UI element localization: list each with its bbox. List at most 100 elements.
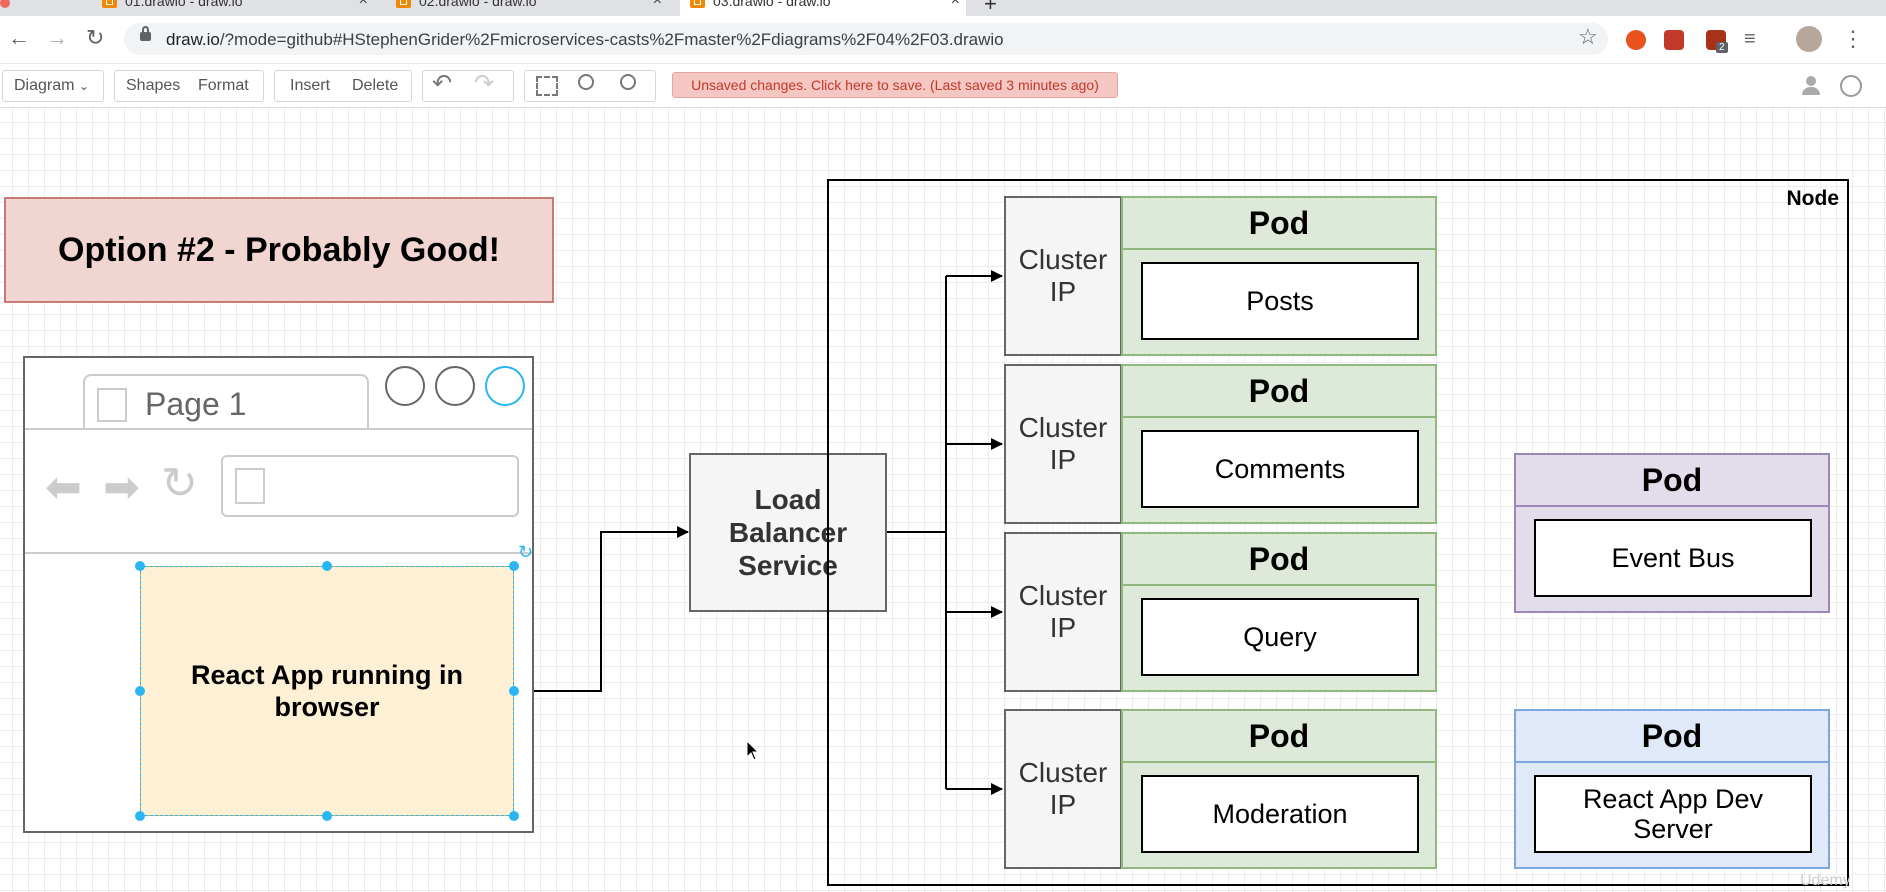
react-to-lb-connector: [514, 526, 689, 692]
browser-menu-icon[interactable]: ⋮: [1842, 26, 1864, 51]
browser-mock-chrome: [25, 358, 532, 554]
resize-handle-w[interactable]: [135, 686, 145, 696]
query-service[interactable]: Query: [1141, 598, 1419, 676]
close-window-icon[interactable]: [0, 0, 10, 8]
pod-event-bus[interactable]: Pod Event Bus: [1514, 453, 1830, 613]
insert-button[interactable]: Insert: [290, 77, 331, 94]
tab-title: 02.drawio - draw.io: [419, 0, 537, 9]
zoom-out-icon[interactable]: [620, 74, 636, 90]
undo-redo-group: [422, 70, 514, 102]
shapes-format-group: [114, 70, 264, 102]
pod-moderation[interactable]: Pod Moderation: [1121, 709, 1437, 869]
new-tab-button[interactable]: +: [984, 0, 997, 16]
browser-tab-3-active[interactable]: 03.drawio - draw.io ×: [680, 0, 966, 16]
extension-shield-icon[interactable]: [1626, 30, 1646, 50]
window-button-icon: [485, 366, 525, 406]
reload-icon[interactable]: ↻: [86, 25, 105, 50]
close-tab-icon[interactable]: ×: [358, 0, 368, 9]
cluster-ip-query[interactable]: Cluster IP: [1004, 532, 1122, 692]
forward-icon[interactable]: →: [46, 25, 68, 50]
cluster-ip-comments[interactable]: Cluster IP: [1004, 364, 1122, 524]
redo-icon[interactable]: ↷: [474, 70, 495, 97]
comments-service[interactable]: Comments: [1141, 430, 1419, 508]
resize-handle-sw[interactable]: [135, 811, 145, 821]
url-text[interactable]: draw.io/?mode=github#HStephenGrider%2Fmi…: [166, 30, 1004, 50]
window-button-icon: [385, 366, 425, 406]
extension-lastpass-icon[interactable]: [1664, 30, 1684, 50]
pod-query[interactable]: Pod Query: [1121, 532, 1437, 692]
diagram-menu-button[interactable]: Diagram ⌄: [14, 76, 89, 96]
address-bar[interactable]: [124, 23, 1608, 55]
forward-arrow-icon: ➡: [103, 463, 140, 512]
browser-tab-strip: 01.drawio - draw.io × 02.drawio - draw.i…: [0, 0, 1886, 16]
profile-avatar[interactable]: [1796, 26, 1822, 52]
url-host: draw.io: [166, 30, 220, 49]
event-bus-service[interactable]: Event Bus: [1534, 519, 1812, 597]
chevron-down-icon: ⌄: [78, 79, 89, 93]
delete-button[interactable]: Delete: [352, 77, 399, 94]
moderation-service[interactable]: Moderation: [1141, 775, 1419, 853]
format-button[interactable]: Format: [198, 77, 249, 94]
close-tab-icon[interactable]: ×: [652, 0, 662, 9]
drawio-favicon-icon: [396, 0, 411, 9]
unsaved-changes-banner[interactable]: Unsaved changes. Click here to save. (La…: [672, 72, 1118, 98]
diagram-title-box[interactable]: Option #2 - Probably Good!: [4, 197, 554, 303]
pod-comments[interactable]: Pod Comments: [1121, 364, 1437, 524]
udemy-watermark: Udemy: [1800, 872, 1851, 889]
close-tab-icon[interactable]: ×: [950, 0, 960, 9]
page-icon: [97, 388, 127, 422]
pod-react-dev-server[interactable]: Pod React App Dev Server: [1514, 709, 1830, 869]
back-icon[interactable]: ←: [8, 25, 30, 50]
pod-header: Pod: [1123, 198, 1435, 250]
tab-title: 03.drawio - draw.io: [713, 0, 831, 9]
resize-handle-n[interactable]: [322, 561, 332, 571]
diagram-label: Diagram: [14, 77, 75, 94]
resize-handle-s[interactable]: [322, 811, 332, 821]
window-button-icon: [435, 366, 475, 406]
rotate-handle-icon[interactable]: ↻: [518, 542, 534, 562]
language-globe-icon[interactable]: [1840, 75, 1862, 97]
pod-header: Pod: [1123, 534, 1435, 586]
fit-page-icon[interactable]: [536, 76, 558, 96]
undo-icon[interactable]: ↶: [432, 70, 453, 97]
resize-handle-e[interactable]: [509, 686, 519, 696]
refresh-icon: ↻: [161, 459, 198, 508]
lock-icon: [140, 32, 151, 41]
browser-mock-tab-label: Page 1: [145, 386, 247, 422]
resize-handle-nw[interactable]: [135, 561, 145, 571]
node-label: Node: [1786, 187, 1840, 210]
browser-tab-2[interactable]: 02.drawio - draw.io ×: [392, 0, 668, 16]
bookmark-star-icon[interactable]: ☆: [1578, 24, 1598, 49]
tab-baseline: [25, 428, 532, 430]
browser-tab-1[interactable]: 01.drawio - draw.io ×: [98, 0, 374, 16]
pod-header: Pod: [1516, 711, 1828, 763]
node-container[interactable]: Node: [827, 179, 1849, 886]
url-path: /?mode=github#HStephenGrider%2Fmicroserv…: [219, 30, 1004, 49]
user-icon[interactable]: [1802, 76, 1820, 96]
posts-service[interactable]: Posts: [1141, 262, 1419, 340]
browser-mock-tab: [83, 374, 369, 430]
zoom-in-icon[interactable]: [578, 74, 594, 90]
shapes-button[interactable]: Shapes: [126, 77, 181, 94]
pod-header: Pod: [1123, 711, 1435, 763]
react-dev-server-service[interactable]: React App Dev Server: [1534, 775, 1812, 853]
extension-list-icon[interactable]: ≡: [1744, 28, 1756, 50]
window-controls[interactable]: [0, 0, 20, 16]
pod-header: Pod: [1123, 366, 1435, 418]
react-app-box[interactable]: React App running in browser: [140, 566, 514, 816]
resize-handle-se[interactable]: [509, 811, 519, 821]
lock-shackle-icon: [142, 26, 149, 34]
page-icon: [235, 468, 265, 504]
mouse-cursor-icon: [746, 740, 760, 761]
resize-handle-ne[interactable]: [509, 561, 519, 571]
diagram-menu-group: [2, 70, 104, 102]
selection-outline: [140, 566, 514, 816]
pod-posts[interactable]: Pod Posts: [1121, 196, 1437, 356]
browser-mock-address-bar: [221, 455, 519, 517]
extension-badge: 2: [1716, 42, 1728, 53]
cluster-ip-moderation[interactable]: Cluster IP: [1004, 709, 1122, 869]
pod-header: Pod: [1516, 455, 1828, 507]
insert-delete-group: [274, 70, 412, 102]
cluster-ip-posts[interactable]: Cluster IP: [1004, 196, 1122, 356]
